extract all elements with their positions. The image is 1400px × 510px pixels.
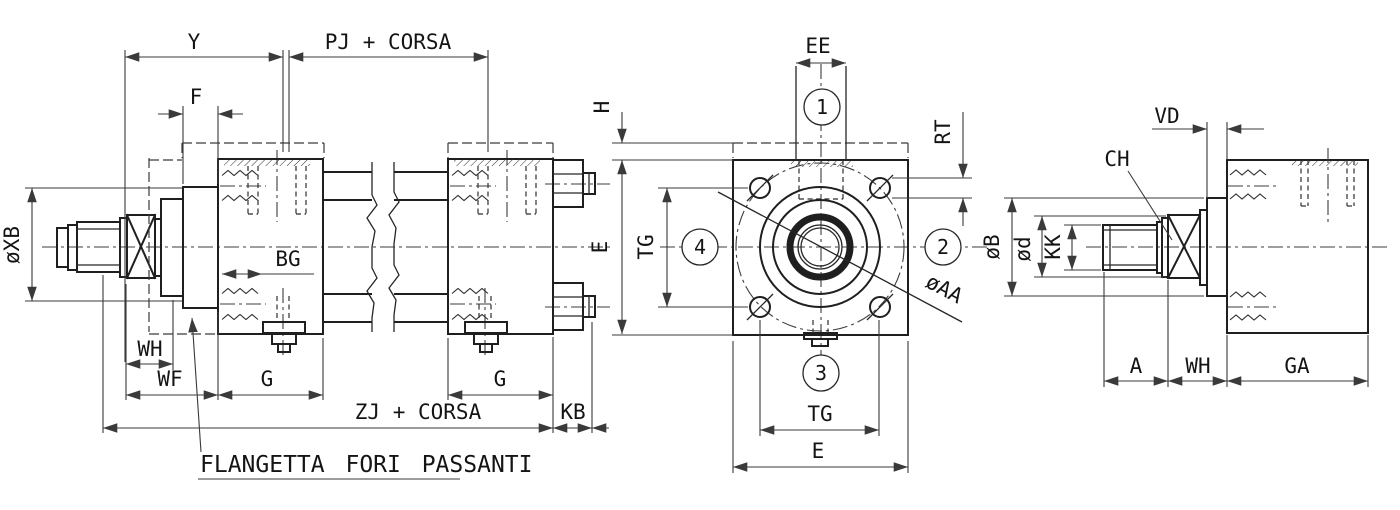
tie-rod-hidden-lines bbox=[247, 166, 537, 215]
dim-label-f: F bbox=[190, 85, 203, 109]
side-view: Y PJ + CORSA F øXB BG WH WF G bbox=[0, 30, 614, 480]
dim-label-tg-horizontal: TG bbox=[807, 402, 832, 426]
dim-label-wh: WH bbox=[137, 337, 162, 361]
piston-rod-side bbox=[56, 186, 219, 309]
bore-circles bbox=[759, 186, 881, 308]
dim-label-ch: CH bbox=[1104, 147, 1129, 171]
cushion-thread-symbols bbox=[220, 169, 496, 321]
dim-label-h: H bbox=[590, 101, 614, 114]
break-line bbox=[366, 162, 378, 332]
dim-label-wf: WF bbox=[157, 367, 182, 391]
dim-label-aa: øAA bbox=[922, 269, 967, 308]
dim-label-ga: GA bbox=[1284, 354, 1310, 378]
piston-rod-end bbox=[1102, 209, 1208, 286]
end-view: VD CH øB ød KK A WH GA bbox=[980, 104, 1390, 387]
dim-label-g-rear: G bbox=[494, 367, 507, 391]
flange-note: FLANGETTA FORI PASSANTI bbox=[188, 317, 533, 480]
dim-label-g-front: G bbox=[261, 367, 274, 391]
break-line bbox=[388, 162, 400, 332]
dim-label-bg: BG bbox=[275, 247, 300, 271]
port-3-balloon: 3 bbox=[815, 361, 827, 385]
port-1-balloon: 1 bbox=[816, 95, 828, 119]
dim-label-ee: EE bbox=[805, 34, 830, 58]
side-view-dimensions: Y PJ + CORSA F øXB BG WH WF G bbox=[0, 30, 609, 433]
port-4-balloon: 4 bbox=[694, 235, 706, 259]
dim-label-rt: RT bbox=[931, 119, 955, 145]
dim-label-tg-vertical: TG bbox=[634, 234, 658, 259]
front-view: øAA 1 2 3 4 EE H E bbox=[588, 34, 988, 473]
dim-label-kb: KB bbox=[560, 400, 585, 424]
dim-label-y: Y bbox=[188, 30, 201, 54]
dim-label-b: øB bbox=[980, 234, 1004, 259]
dim-label-a: A bbox=[1130, 354, 1143, 378]
dim-label-xb: øXB bbox=[0, 226, 24, 264]
flange-note-text: FLANGETTA FORI PASSANTI bbox=[200, 452, 533, 478]
end-view-dimensions: VD CH øB ød KK A WH GA bbox=[980, 104, 1369, 387]
tie-rod-nuts bbox=[552, 159, 596, 331]
mounting-holes bbox=[746, 174, 894, 321]
dim-label-zj-corsa: ZJ + CORSA bbox=[355, 400, 482, 424]
port-thread-symbols bbox=[1228, 169, 1276, 321]
port-2-balloon: 2 bbox=[937, 235, 949, 259]
dim-label-kk: KK bbox=[1041, 234, 1065, 260]
dim-label-wh-end: WH bbox=[1185, 354, 1210, 378]
front-view-dimensions: EE H E TG RT TG E bbox=[588, 34, 972, 473]
port-balloons: 1 2 3 4 bbox=[681, 88, 962, 392]
dim-label-vd: VD bbox=[1154, 104, 1179, 128]
top-thread-holes bbox=[1292, 148, 1358, 224]
dim-label-e-vertical: E bbox=[588, 241, 612, 254]
flange-phantom-outline bbox=[148, 158, 218, 335]
dim-label-e-horizontal: E bbox=[812, 439, 825, 463]
dim-label-pj-corsa: PJ + CORSA bbox=[325, 30, 452, 54]
port-bosses-side bbox=[262, 296, 508, 353]
dim-label-d: ød bbox=[1011, 236, 1035, 261]
cylinder-tube bbox=[322, 162, 449, 332]
